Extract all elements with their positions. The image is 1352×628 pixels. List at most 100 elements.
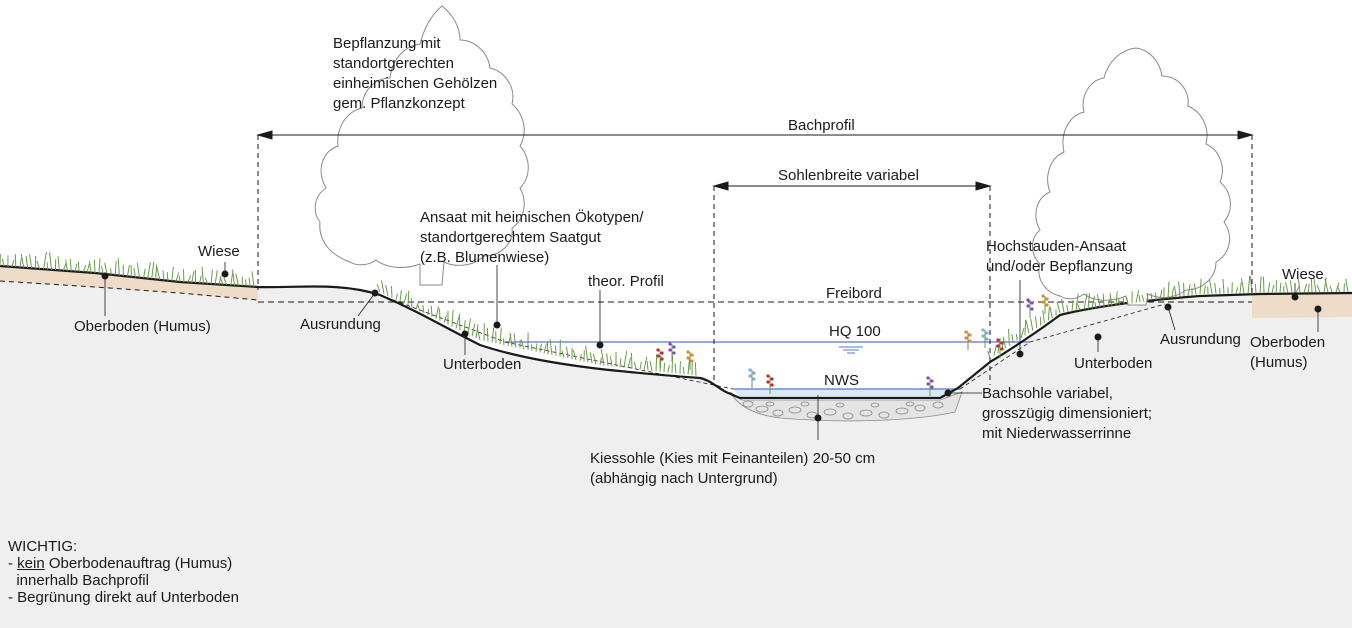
grass-blade <box>1035 316 1038 329</box>
flower-blossom <box>985 337 989 341</box>
grass-blade <box>1336 285 1341 293</box>
grass-blade <box>1313 276 1317 293</box>
flower-blossom <box>1026 298 1030 302</box>
note-item-1: - kein Oberbodenauftrag (Humus) <box>8 555 233 572</box>
grass-blade <box>1002 336 1007 349</box>
grass-blade <box>659 356 662 372</box>
grass-blade <box>649 360 653 371</box>
flower-blossom <box>926 382 930 386</box>
grass-blade <box>1061 298 1065 313</box>
flower-blossom <box>656 348 660 352</box>
grass-blade <box>530 344 533 351</box>
grass-blade <box>486 327 489 342</box>
grass-blade <box>14 254 17 268</box>
grass-blade <box>600 349 605 366</box>
grass-blade <box>155 264 158 280</box>
grass-blade <box>451 309 454 327</box>
grass-blade <box>549 338 553 356</box>
label-freibord: Freibord <box>826 285 882 302</box>
flower-blossom <box>1030 307 1034 311</box>
grass-blade <box>1015 333 1018 341</box>
grass-blade <box>674 363 677 374</box>
grass-blade <box>1102 293 1105 308</box>
grass-blade <box>171 266 174 282</box>
flower-blossom <box>770 383 774 387</box>
grass-blade <box>69 258 72 272</box>
grass-blade <box>19 257 22 268</box>
flower-vegetation <box>656 294 1049 396</box>
grass-blade <box>694 362 697 376</box>
label-wiese-left: Wiese <box>198 243 240 260</box>
grass-blade <box>1235 287 1239 294</box>
bachprofil-dimension <box>256 130 1254 296</box>
grass-blade <box>1241 278 1245 294</box>
flower-blossom <box>660 351 664 355</box>
grass-blade <box>20 253 25 268</box>
label-ausrundung-right: Ausrundung <box>1160 331 1241 348</box>
grass-blade <box>1324 278 1329 293</box>
grass-blade <box>1109 292 1113 306</box>
label-sohlenbreite: Sohlenbreite variabel <box>778 167 919 184</box>
grass-blade <box>77 261 80 272</box>
grass-blade <box>619 358 622 368</box>
grass-blade <box>993 344 997 356</box>
grass-blade <box>1263 276 1265 294</box>
grass-blade <box>1096 294 1101 308</box>
label-ausrundung-left: Ausrundung <box>300 316 381 333</box>
label-nws: NWS <box>824 372 859 389</box>
grass-blade <box>1087 292 1090 310</box>
label-theor-profil: theor. Profil <box>588 273 664 290</box>
grass-blade <box>1316 284 1321 293</box>
grass-blade <box>232 269 236 286</box>
grass-blade <box>36 260 41 270</box>
grass-blade <box>93 259 96 274</box>
grass-blade <box>25 256 29 269</box>
grass-blade <box>1193 283 1197 295</box>
sohlenbreite-dimension <box>712 181 992 385</box>
grass-blade <box>671 355 674 373</box>
grass-blade <box>235 273 239 286</box>
grass-blade <box>475 324 479 339</box>
grass-blade <box>599 357 602 366</box>
important-note: WICHTIG: - kein Oberbodenauftrag (Humus)… <box>8 538 239 606</box>
grass-blade <box>1203 285 1206 294</box>
grass-blade <box>151 261 155 280</box>
grass-blade <box>520 339 525 350</box>
grass-blade <box>459 313 461 331</box>
ground-surface-line <box>0 264 1352 400</box>
grass-blade <box>114 260 117 276</box>
grass-blade <box>166 272 169 281</box>
grass-blade <box>623 350 628 368</box>
flower-blossom <box>1000 347 1004 351</box>
grass-blade <box>1042 310 1045 324</box>
grass-blade <box>381 280 385 294</box>
flower-blossom <box>668 348 672 352</box>
flower-blossom <box>672 345 676 349</box>
grass-blade <box>1049 306 1053 319</box>
grass-blade <box>443 315 447 323</box>
label-bepflanzung: Bepflanzung mit standortgerechten einhei… <box>333 35 501 112</box>
grass-blade <box>57 256 60 271</box>
grass-blade <box>427 308 430 316</box>
flower-blossom <box>766 374 770 378</box>
grass-blade <box>89 261 92 273</box>
grass-blade <box>65 259 68 272</box>
grass-blade <box>682 366 685 375</box>
grass-blade <box>633 361 637 370</box>
grass-blade <box>535 343 538 352</box>
grass-blade <box>395 293 398 300</box>
flower-blossom <box>752 377 756 381</box>
grass-blade <box>1171 287 1174 298</box>
grass-blade <box>1298 279 1301 293</box>
flower-blossom <box>1041 300 1045 304</box>
grass-blade <box>455 316 460 329</box>
label-bachprofil: Bachprofil <box>788 117 855 134</box>
grass-blade <box>572 349 577 361</box>
grass-blade <box>403 293 408 304</box>
grass-blade <box>156 267 161 281</box>
grass-blade <box>1083 293 1088 310</box>
grass-blade <box>1295 286 1300 293</box>
label-oberboden-right: Oberboden (Humus) <box>1250 334 1329 371</box>
grass-blade <box>546 340 549 355</box>
